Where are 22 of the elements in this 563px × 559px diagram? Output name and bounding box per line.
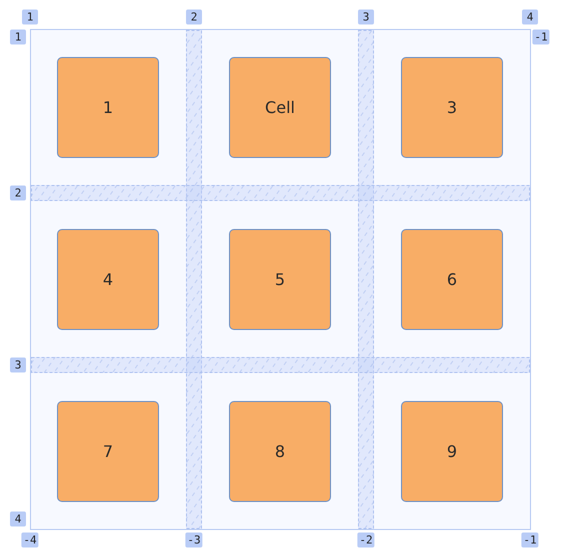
grid-item: 3 — [401, 57, 503, 158]
line-number-badge: 2 — [10, 186, 26, 200]
line-number-badge: 2 — [186, 10, 202, 24]
line-number-badge: 4 — [10, 512, 26, 526]
line-number-badge: 1 — [10, 30, 26, 44]
grid-item: 6 — [401, 229, 503, 330]
line-number-badge: -1 — [521, 532, 539, 548]
line-number-badge: 3 — [358, 10, 374, 24]
grid-item: 8 — [229, 401, 331, 502]
line-number-badge: 3 — [10, 358, 26, 372]
line-number-badge: 4 — [522, 10, 538, 24]
line-number-badge: -1 — [532, 30, 550, 44]
line-number-badge: -4 — [21, 532, 39, 548]
line-number-badge: -3 — [185, 532, 203, 548]
grid-item: Cell — [229, 57, 331, 158]
grid-item: 4 — [57, 229, 159, 330]
grid-item: 7 — [57, 401, 159, 502]
grid-item: 5 — [229, 229, 331, 330]
line-number-badge: 1 — [22, 10, 38, 24]
grid-item: 9 — [401, 401, 503, 502]
line-number-badge: -2 — [357, 532, 375, 548]
grid-item: 1 — [57, 57, 159, 158]
